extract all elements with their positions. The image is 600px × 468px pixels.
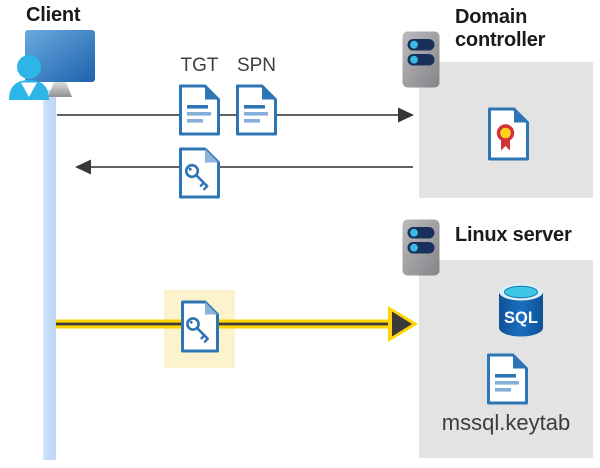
domain-controller-label: Domain controller [455,6,546,51]
certificate-ribbon [501,138,510,151]
client-label: Client [26,4,81,26]
server-icon-domain-controller [402,31,440,88]
linux-server-label: Linux server [455,224,572,246]
arrow-client-to-linux-server-yellow [56,306,418,342]
user-persona-icon [9,55,49,100]
client-timeline-bar [43,90,56,460]
client-workstation-user-icon [9,30,95,100]
key-glyph [186,317,209,343]
arrow-client-to-domain-controller [57,107,414,123]
keytab-document-icon [487,353,528,405]
arrow-left-head [75,159,91,175]
server-icon-linux [402,219,440,276]
key-ticket-document-icon [179,147,220,199]
spn-document-icon [236,84,277,136]
arrow-domain-controller-to-client [75,159,413,175]
monitor-icon [25,30,95,82]
sql-database-icon: SQL [499,283,543,337]
tgt-document-icon [179,84,220,136]
certificate-seal [496,124,515,142]
tgt-label: TGT [180,55,219,76]
arrow-right-head [398,107,414,123]
service-ticket-key-document-icon [181,300,219,353]
yellow-arrow-head [392,311,412,337]
key-glyph [184,163,209,191]
monitor-stand [48,82,72,97]
keytab-label: mssql.keytab [441,410,571,435]
spn-label: SPN [236,55,277,76]
sql-database-label: SQL [504,309,538,327]
certificate-icon [488,107,529,161]
